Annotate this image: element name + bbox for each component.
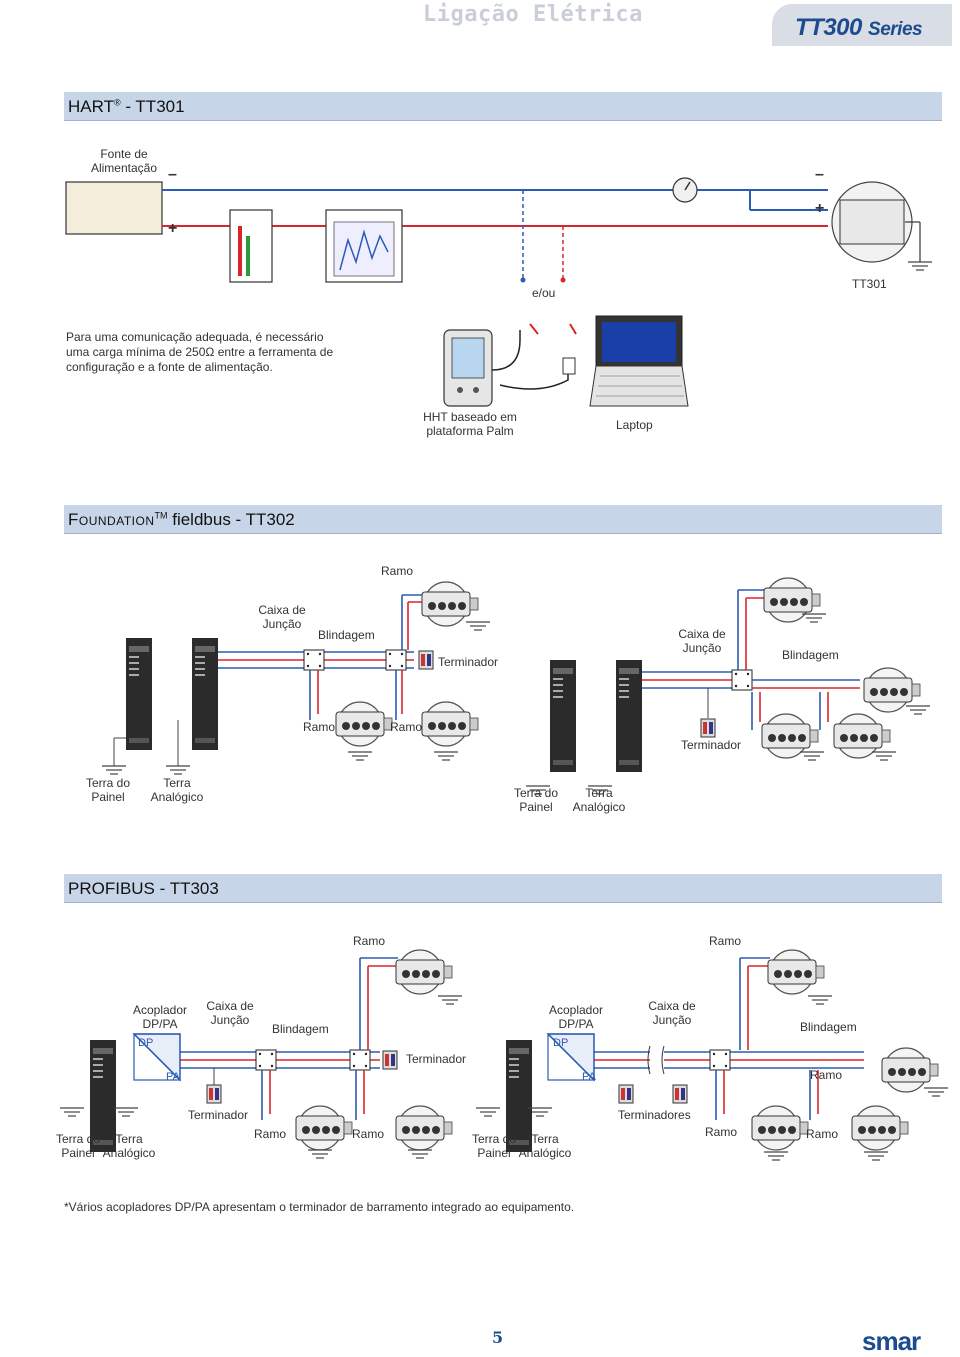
pb-dp-1: DP (138, 1037, 154, 1049)
pb-pa-1: PA (166, 1071, 180, 1083)
pb-caixa-1: Caixa de Junção (206, 999, 254, 1027)
pb-blindagem-2: Blindagem (800, 1020, 857, 1034)
pb-acoplador-1: Acoplador DP/PA (132, 1003, 188, 1031)
fb-terminador-1: Terminador (438, 655, 499, 669)
laptop-label: Laptop (616, 418, 653, 432)
hart-section-title: HART® - TT301 (68, 97, 185, 116)
pb-ramo-2: Ramo (352, 1127, 385, 1141)
pb-terminador-1: Terminador (406, 1052, 467, 1066)
fieldbus-diagram (101, 577, 931, 795)
hart-note: Para uma comunicação adequada, é necessá… (66, 330, 334, 374)
pb-pa-2: PA (582, 1071, 596, 1083)
fb-terra-analogico-2: Terra Analógico (572, 786, 626, 814)
fb-ramo-top: Ramo (381, 564, 414, 578)
pb-terminador-2: Terminador (188, 1108, 249, 1122)
fieldbus-section-bar (64, 505, 942, 534)
e-ou-label: e/ou (532, 286, 556, 300)
pb-caixa-2: Caixa de Junção (648, 999, 696, 1027)
pb-ramo-top-2: Ramo (709, 934, 742, 948)
series-sub: Series (868, 19, 923, 40)
fb-blindagem-2: Blindagem (782, 648, 839, 662)
fb-blindagem-1: Blindagem (318, 628, 375, 642)
pb-terra-analogico-2: Terra Analógico (518, 1132, 572, 1160)
fb-terra-analogico-1: Terra Analógico (150, 776, 204, 804)
hart-minus-right: – (815, 166, 824, 183)
pb-ramo-top-1: Ramo (353, 934, 386, 948)
pb-terra-analogico-1: Terra Analógico (102, 1132, 156, 1160)
pb-acoplador-2: Acoplador DP/PA (548, 1003, 604, 1031)
pb-ramo-4: Ramo (806, 1127, 839, 1141)
hart-minus-left: – (168, 166, 177, 183)
fb-ramo-2: Ramo (390, 720, 423, 734)
profibus-section-title: PROFIBUS - TT303 (68, 879, 219, 898)
pb-terra-painel-1: Terra do Painel (55, 1132, 101, 1160)
pb-blindagem-1: Blindagem (272, 1022, 329, 1036)
series-tab (772, 4, 952, 46)
fieldbus-section-title: FoundationTM fieldbus - TT302 (68, 510, 295, 529)
hart-section-bar (64, 92, 942, 121)
hart-plus-left: + (168, 220, 178, 237)
pb-ramo-1: Ramo (254, 1127, 287, 1141)
fb-caixa-2: Caixa de Junção (678, 627, 726, 655)
pb-terminadores: Terminadores (618, 1108, 691, 1122)
page-number: 5 (492, 1328, 504, 1347)
tt301-label: TT301 (852, 277, 887, 291)
fb-terra-painel-2: Terra do Painel (513, 786, 559, 814)
smar-logo: smar (862, 1326, 921, 1356)
profibus-diagram (59, 949, 949, 1161)
series-logo: TT300 Series (795, 14, 923, 42)
profibus-section-bar (64, 874, 942, 903)
pb-ramo-right: Ramo (810, 1068, 843, 1082)
pb-ramo-3: Ramo (705, 1125, 738, 1139)
fb-caixa-1: Caixa de Junção (258, 603, 306, 631)
pb-terra-painel-2: Terra do Painel (471, 1132, 517, 1160)
hht-label: HHT baseado em plataforma Palm (423, 410, 517, 438)
fb-ramo-1: Ramo (303, 720, 336, 734)
hart-diagram (65, 177, 933, 407)
fb-terminador-2: Terminador (681, 738, 742, 752)
page-header-title: Ligação Elétrica (423, 2, 643, 27)
profibus-footnote: *Vários acopladores DP/PA apresentam o t… (64, 1200, 575, 1214)
fb-terra-painel-1: Terra do Painel (85, 776, 131, 804)
series-main: TT300 (795, 14, 862, 41)
pb-dp-2: DP (553, 1037, 569, 1049)
hart-plus-right: + (815, 200, 825, 217)
power-supply-label: Fonte de Alimentação (90, 147, 158, 175)
